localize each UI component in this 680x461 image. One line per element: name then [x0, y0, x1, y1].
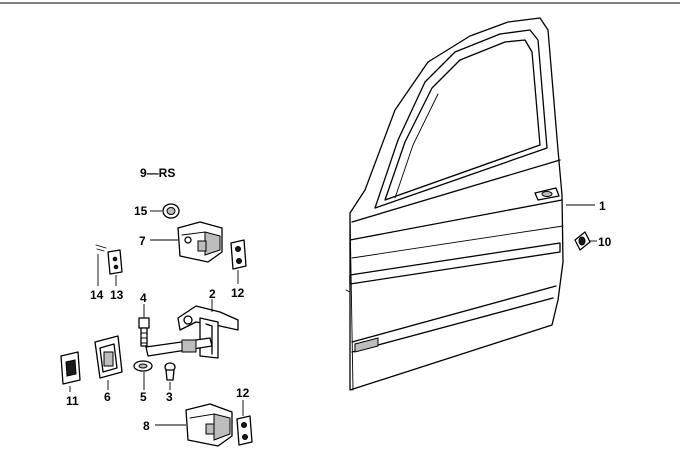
- lower-hinge-8: [185, 403, 233, 447]
- label-part-1: 1: [599, 199, 606, 213]
- label-part-12-upper: 12: [231, 286, 245, 300]
- label-part-8: 8: [143, 419, 150, 433]
- label-part-6: 6: [104, 390, 111, 404]
- bolt-4: [138, 317, 150, 347]
- label-part-15: 15: [134, 204, 148, 218]
- plate-12-upper: [230, 239, 247, 270]
- door-check-strap-2: [145, 305, 239, 359]
- label-part-4: 4: [140, 291, 147, 305]
- plate-12-lower: [236, 415, 253, 446]
- screw-3: [164, 362, 176, 381]
- label-part-11: 11: [66, 394, 79, 408]
- group-label: 9—RS: [140, 166, 175, 180]
- label-part-3: 3: [166, 390, 173, 404]
- leader-lines: [69, 204, 597, 426]
- inner-handle-6: [94, 335, 123, 379]
- bushing-15: [162, 203, 180, 219]
- label-part-10: 10: [598, 235, 612, 249]
- nut-5: [133, 360, 153, 372]
- grommet-10: [574, 231, 591, 251]
- front-door-shell: [345, 17, 564, 391]
- label-part-14: 14: [90, 288, 104, 302]
- clip-13-14: [95, 244, 123, 275]
- label-part-13: 13: [110, 288, 124, 302]
- upper-hinge-7: [177, 221, 223, 263]
- label-part-5: 5: [140, 390, 147, 404]
- label-part-12-lower: 12: [236, 386, 250, 400]
- bezel-11: [60, 351, 81, 385]
- label-part-7: 7: [139, 234, 146, 248]
- label-part-2: 2: [209, 287, 216, 301]
